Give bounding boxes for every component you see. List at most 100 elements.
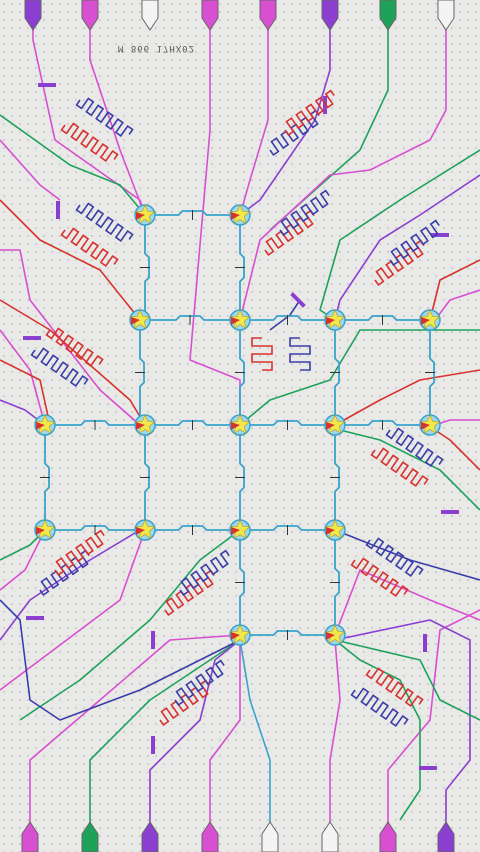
qubit-readout-port <box>326 422 335 430</box>
drive-line <box>89 20 146 216</box>
readout-resonator <box>75 202 134 243</box>
qubit-readout-port <box>231 527 240 535</box>
qubit-star <box>229 519 251 539</box>
bond-pad-top <box>379 0 397 31</box>
qubit-readout-port <box>231 317 240 325</box>
qubit-readout-port <box>136 422 145 430</box>
readout-resonator <box>269 109 320 157</box>
flux-bias-bar <box>23 336 41 340</box>
readout-resonator <box>389 219 440 267</box>
flux-bias-bar <box>323 96 327 114</box>
readout-resonator <box>365 667 424 708</box>
readout-resonator <box>385 427 444 468</box>
flux-line <box>334 639 421 821</box>
qubit-readout-port <box>421 422 430 430</box>
readout-resonator <box>279 189 330 237</box>
readout-resonators <box>30 89 444 728</box>
qubit-readout-port <box>136 212 145 220</box>
qubit-readout-port <box>326 527 335 535</box>
flux-line <box>269 20 389 231</box>
purple-bias-line <box>334 619 471 830</box>
qubit-star <box>129 309 151 329</box>
qubit-star <box>34 414 56 434</box>
readout-resonator <box>159 679 210 727</box>
flux-line <box>239 329 480 426</box>
bond-pad-top <box>437 0 455 31</box>
navy-line <box>334 529 480 581</box>
bond-pad-bottom <box>261 821 279 852</box>
purple-bias-line <box>239 20 331 216</box>
readout-resonator <box>289 337 311 371</box>
qubit-star <box>229 204 251 224</box>
qubit-star <box>229 414 251 434</box>
flux-bias-bar <box>26 616 44 620</box>
drive-line <box>0 529 146 691</box>
readout-feedline <box>429 259 480 321</box>
qubit-star <box>134 204 156 224</box>
drive-line <box>0 529 46 591</box>
readout-resonator <box>350 557 409 598</box>
qubit-star <box>229 309 251 329</box>
flux-bias-bar <box>431 233 449 237</box>
qubit-star <box>134 414 156 434</box>
readout-feedline <box>0 299 146 426</box>
qubit-star <box>324 309 346 329</box>
flux-bias-bar <box>151 631 155 649</box>
readout-resonator <box>164 569 215 617</box>
qubit-readout-port <box>131 317 140 325</box>
chip-label: M 866 17HX02 <box>118 43 196 53</box>
qubit-array <box>34 204 441 646</box>
drive-line <box>0 329 46 426</box>
coupler-line <box>239 639 271 830</box>
readout-resonator <box>251 337 273 371</box>
qubit-readout-port <box>231 212 240 220</box>
purple-bias-line <box>149 639 241 830</box>
readout-resonator <box>30 347 89 388</box>
purple-bias-line <box>334 174 480 321</box>
qubit-star <box>229 624 251 644</box>
flux-bias-bar <box>423 634 427 652</box>
flux-line <box>89 639 241 830</box>
navy-line <box>269 299 301 331</box>
readout-feedline <box>434 429 480 471</box>
readout-resonator <box>374 239 425 287</box>
flux-bias-bar <box>441 510 459 514</box>
drive-line <box>239 20 447 321</box>
qubit-readout-port <box>231 632 240 640</box>
readout-resonator <box>370 447 429 488</box>
drive-line <box>0 249 141 426</box>
bond-pad-bottom <box>141 821 159 852</box>
readout-resonator <box>60 122 119 163</box>
qubit-star <box>419 414 441 434</box>
qubit-readout-port <box>421 317 430 325</box>
qubit-star <box>134 519 156 539</box>
drive-line <box>209 640 241 830</box>
flux-bias-bar <box>151 736 155 754</box>
readout-resonator <box>179 549 230 597</box>
flux-line <box>334 639 480 721</box>
drive-line <box>239 20 269 216</box>
readout-feedline <box>0 199 141 321</box>
bond-pad-bottom <box>321 821 339 852</box>
flux-bias-bar <box>419 766 437 770</box>
qubit-star <box>324 624 346 644</box>
navy-line <box>0 599 241 721</box>
qubit-readout-port <box>231 422 240 430</box>
readout-resonator <box>284 89 335 137</box>
flux-line <box>0 114 146 216</box>
bond-pad-top <box>259 0 277 31</box>
flux-line <box>319 149 480 321</box>
drive-line <box>434 419 480 426</box>
qubit-readout-port <box>36 527 45 535</box>
drive-line <box>334 569 480 636</box>
readout-resonator <box>264 209 315 257</box>
bond-pad-bottom <box>21 821 39 852</box>
qubit-star <box>324 519 346 539</box>
readout-resonator <box>54 529 105 577</box>
qubit-star <box>324 414 346 434</box>
drive-line <box>329 639 341 830</box>
flux-line <box>339 429 480 511</box>
bond-pad-top <box>141 0 159 31</box>
bond-pad-bottom <box>201 821 219 852</box>
